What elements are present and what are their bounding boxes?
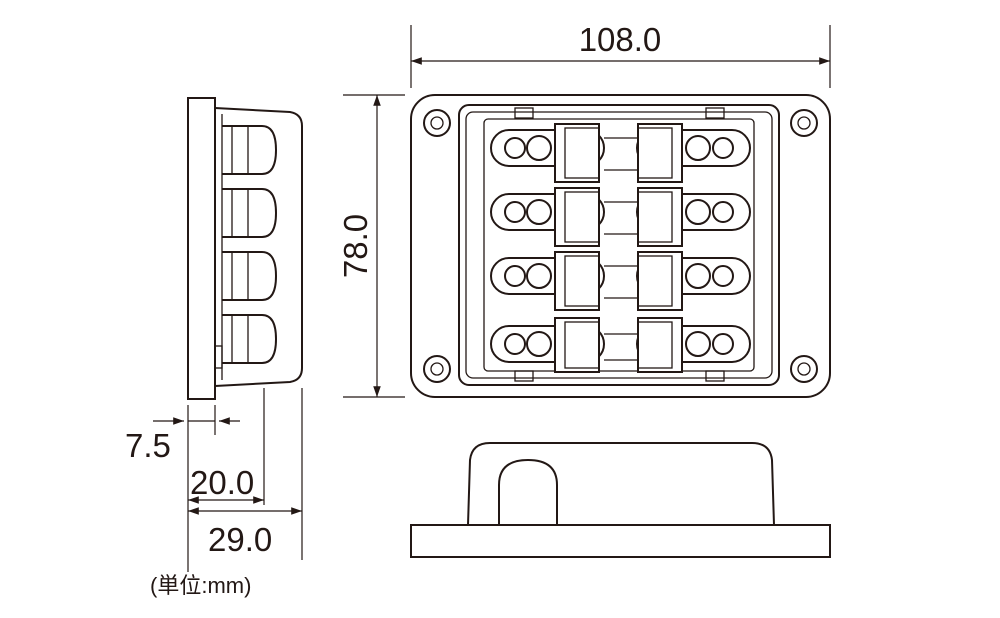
- body-depth-label: 20.0: [190, 464, 254, 501]
- front-dimension-lines: [343, 25, 831, 398]
- mounting-holes: [423, 109, 818, 383]
- front-view: [410, 94, 831, 398]
- side-view: [187, 97, 303, 400]
- total-depth-label: 29.0: [208, 521, 272, 558]
- width-dimension-label: 108.0: [579, 21, 662, 58]
- height-dimension-label: 78.0: [337, 214, 374, 278]
- side-dimension-lines: [153, 388, 303, 572]
- flange-thickness-label: 7.5: [125, 427, 171, 464]
- side-view-fuse-cylinders: [222, 125, 278, 364]
- unit-label: (単位:mm): [150, 573, 251, 598]
- fuse-rows: [490, 123, 751, 373]
- bottom-view: [410, 442, 831, 558]
